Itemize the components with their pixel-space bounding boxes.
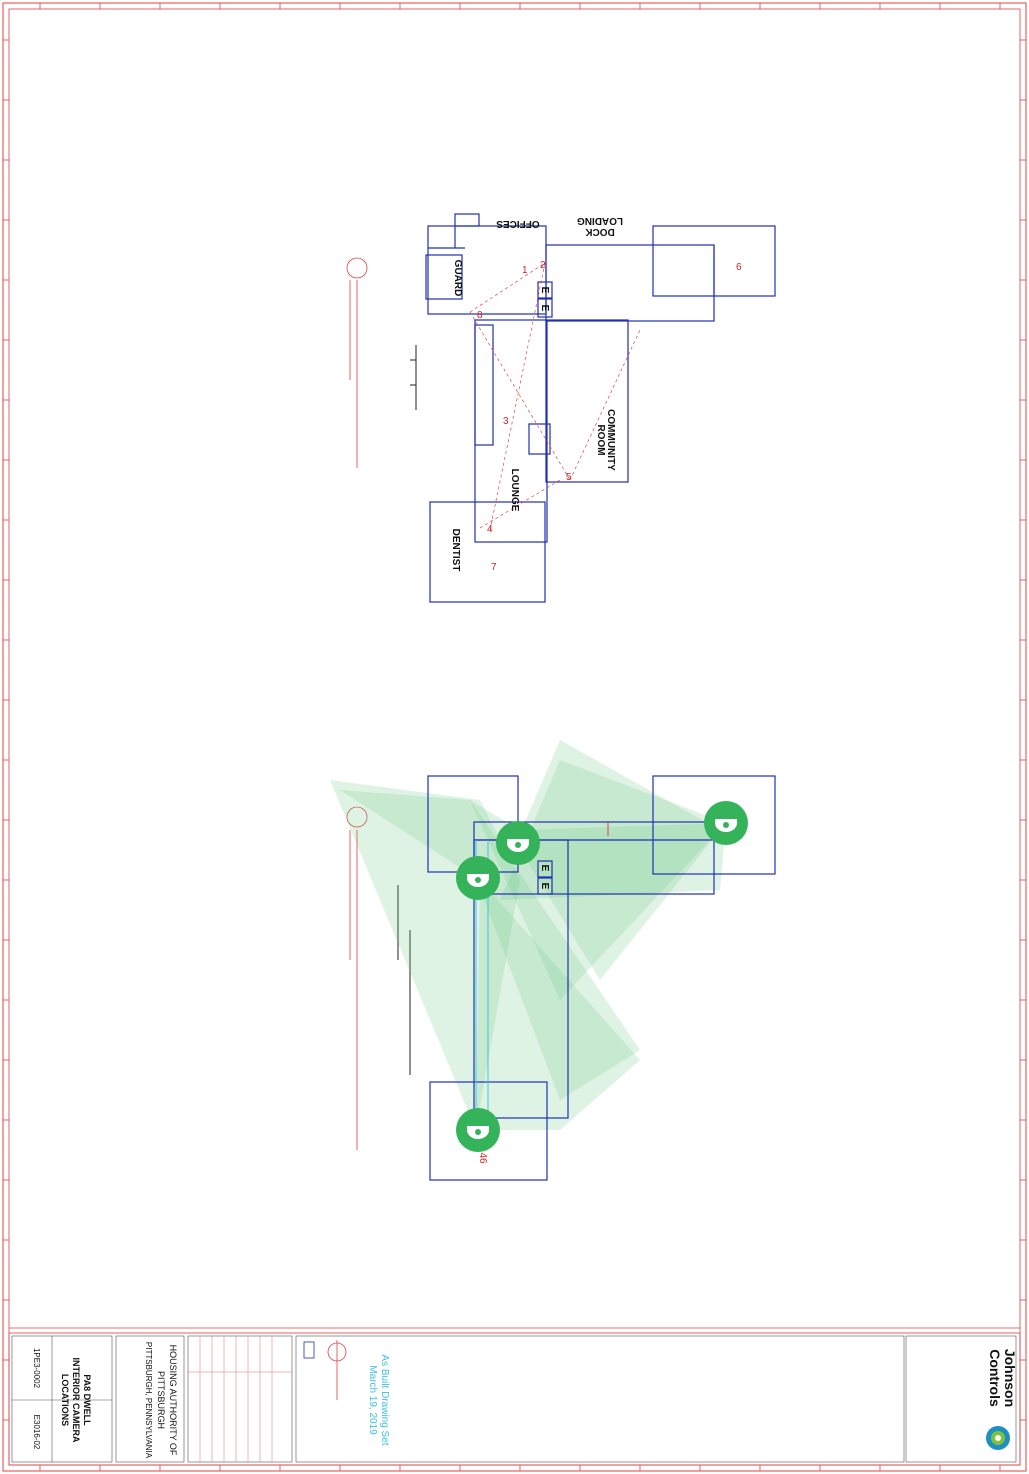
floor-camera-number-3: 3 xyxy=(503,416,509,427)
floor-camera-number-6: 6 xyxy=(736,262,742,273)
dome-camera-icon[interactable] xyxy=(704,801,748,845)
elevator-label-a: E xyxy=(539,287,550,294)
stamp-line-2: March 19, 2019 xyxy=(367,1365,378,1435)
floor-plan-room-labels: OFFICES LOADING DOCK GUARD COMMUNITY ROO… xyxy=(450,215,623,571)
room-label-lounge: LOUNGE xyxy=(509,469,520,512)
floor-camera-number-7: 7 xyxy=(491,562,497,573)
room-label-loading-1: LOADING xyxy=(577,215,623,226)
floor-camera-number-8: 8 xyxy=(477,310,483,321)
drawing-title-1: PA8 DWELL xyxy=(82,1374,92,1426)
scale-bar-lower xyxy=(397,885,411,1075)
border-ticks xyxy=(3,3,1026,1471)
floor-camera-number-4: 4 xyxy=(487,524,493,535)
room-label-community-2: ROOM xyxy=(595,424,606,455)
floor-plan-camera-numbers: 1 2 3 4 5 6 7 8 xyxy=(346,213,776,603)
sheet-number: 1PE3-0002 xyxy=(32,1348,41,1389)
floor-camera-number-1: 1 xyxy=(522,265,528,276)
coverage-camera-count: 46 xyxy=(477,1152,488,1164)
dome-camera-icon[interactable] xyxy=(456,1108,500,1152)
camera-markers xyxy=(456,801,748,1152)
dome-camera-icon[interactable] xyxy=(496,821,540,865)
coverage-elevator-label-b: E xyxy=(539,883,550,890)
coverage-elevator-label-a: E xyxy=(539,865,550,872)
title-block: PA8 DWELL INTERIOR CAMERA LOCATIONS 1PE3… xyxy=(8,1327,1021,1466)
company-name-2: Controls xyxy=(987,1349,1003,1407)
client-line-3: PITTSBURGH, PENNSYLVANIA xyxy=(144,1342,153,1459)
client-line-2: PITTSBURGH xyxy=(156,1371,166,1429)
project-number: E3016-02 xyxy=(32,1415,41,1450)
drawing-title-2: INTERIOR CAMERA xyxy=(71,1358,81,1443)
north-arrow-upper xyxy=(410,345,417,410)
room-label-community-1: COMMUNITY xyxy=(605,409,616,471)
plan-title-lower xyxy=(346,806,368,1150)
revision-grid xyxy=(188,1336,292,1462)
floor-camera-number-5: 5 xyxy=(566,472,572,483)
room-label-loading-2: DOCK xyxy=(585,226,615,237)
plan-title-upper xyxy=(346,257,368,468)
room-label-offices: OFFICES xyxy=(496,218,540,229)
room-label-guard: GUARD xyxy=(452,260,463,297)
dome-camera-icon[interactable] xyxy=(456,856,500,900)
johnson-controls-logo xyxy=(986,1426,1010,1450)
room-label-dentist: DENTIST xyxy=(450,529,461,572)
company-name-1: Johnson xyxy=(1002,1349,1018,1407)
coverage-areas xyxy=(330,740,726,1130)
elevator-label-b: E xyxy=(539,305,550,312)
key-plan xyxy=(303,1340,347,1400)
floor-plan-fov-lines xyxy=(469,262,641,531)
client-line-1: HOUSING AUTHORITY OF xyxy=(168,1345,178,1456)
floor-camera-number-2: 2 xyxy=(540,260,546,271)
stamp-line-1: As Built Drawing Set xyxy=(379,1354,390,1445)
drawing-title-3: LOCATIONS xyxy=(60,1374,70,1426)
floor-plan-walls xyxy=(425,213,776,603)
